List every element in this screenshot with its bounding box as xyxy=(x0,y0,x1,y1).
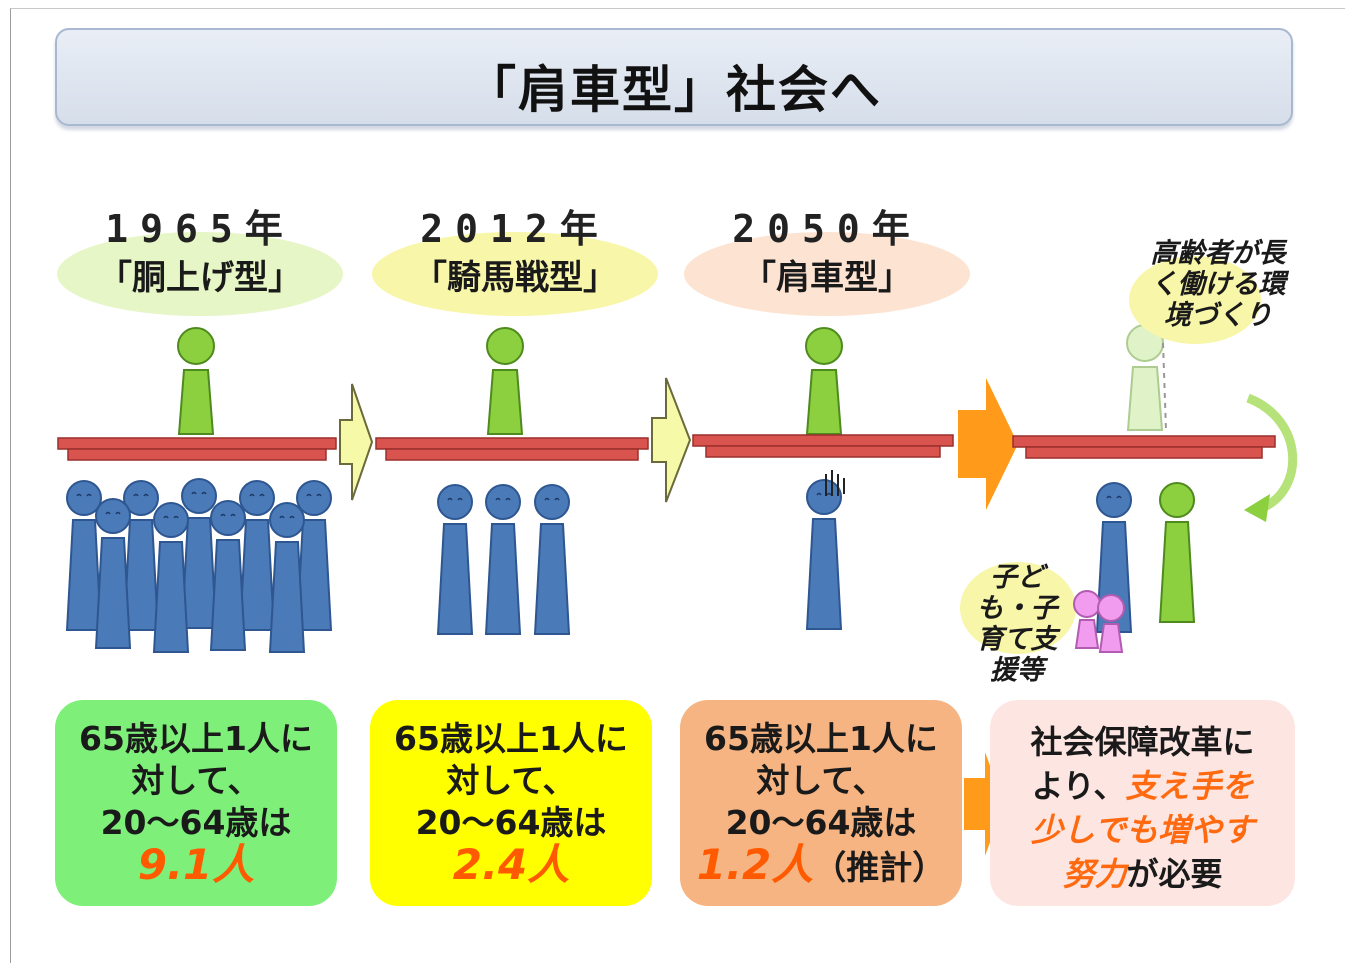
era-3-info-line2: 対して、 xyxy=(756,761,886,800)
era-3-year: 2050年 xyxy=(732,207,922,251)
era-1-year: 1965年 xyxy=(105,207,295,251)
era-1-elderly xyxy=(177,327,215,435)
era-2-info-line1: 65歳以上1人に xyxy=(394,719,628,758)
era-1-workers xyxy=(66,478,332,653)
reform-arrow xyxy=(958,378,1018,510)
era-3-ellipse xyxy=(684,232,970,316)
era-1-ellipse xyxy=(57,232,343,316)
era-3-bar xyxy=(692,434,954,458)
era-3-elderly xyxy=(805,327,843,435)
page-title: 「肩車型」社会へ xyxy=(466,61,882,119)
transition-arrow-2 xyxy=(651,377,692,503)
era-2-bar xyxy=(375,437,649,461)
era-2-workers xyxy=(437,484,570,635)
era-2-type: 「騎馬戦型」 xyxy=(413,258,617,298)
era-1-info-line3: 20～64歳は xyxy=(100,803,292,842)
era-3-type: 「肩車型」 xyxy=(742,258,912,298)
final-line2-a: より、 xyxy=(1031,767,1126,805)
elderly-work-note: 高齢者が長く働ける環境づくり xyxy=(1150,238,1286,331)
era-1-type: 「胴上げ型」 xyxy=(98,258,302,298)
era-2-year: 2012年 xyxy=(420,207,610,251)
final-line3: 少しでも増やす xyxy=(1030,811,1255,849)
era-1-bar xyxy=(57,437,337,461)
children-figures xyxy=(1073,590,1125,653)
child-support-note: 子ども・子育て支援等 xyxy=(976,562,1058,686)
era-1-ratio: 9.1人 xyxy=(137,840,255,889)
era-1-info-line1: 65歳以上1人に xyxy=(79,719,313,758)
final-line1: 社会保障改革に xyxy=(1030,723,1255,761)
title-banner: 「肩車型」社会へ xyxy=(55,28,1293,126)
child-note-ellipse xyxy=(960,562,1076,654)
final-line4-a: 努力 xyxy=(1062,855,1127,893)
era-3-suffix: （推計） xyxy=(813,848,946,887)
elderly-note-ellipse xyxy=(1129,256,1261,344)
era-3-info-line3: 20～64歳は xyxy=(725,803,917,842)
curved-green-arrow xyxy=(1244,393,1297,522)
era-2-info-line3: 20～64歳は xyxy=(415,803,607,842)
transition-arrow-1 xyxy=(339,383,374,501)
final-line2-b: 支え手を xyxy=(1125,767,1254,805)
era-2-info-line2: 対して、 xyxy=(446,761,576,800)
era-2-ratio: 2.4人 xyxy=(452,840,570,889)
era-1-info-line2: 対して、 xyxy=(131,761,261,800)
era-2-elderly xyxy=(486,327,524,435)
era-3-info-line1: 65歳以上1人に xyxy=(704,719,938,758)
future-elderly-worker xyxy=(1158,482,1196,623)
era-3-info-box: 65歳以上1人に 対して、 20～64歳は 1.2人（推計） xyxy=(680,700,962,906)
reform-conclusion-box: 社会保障改革に より、支え手を 少しでも増やす 努力が必要 xyxy=(990,700,1295,906)
future-bar xyxy=(1012,435,1276,459)
era-2-ellipse xyxy=(372,232,658,316)
era-3-worker xyxy=(806,470,845,630)
slide-border xyxy=(10,8,1345,963)
final-line4-b: が必要 xyxy=(1126,855,1223,893)
era-2-info-box: 65歳以上1人に 対して、 20～64歳は 2.4人 xyxy=(370,700,652,906)
future-elderly-faded xyxy=(1126,324,1167,431)
era-3-ratio: 1.2人 xyxy=(696,840,814,889)
era-1-info-box: 65歳以上1人に 対して、 20～64歳は 9.1人 xyxy=(55,700,337,906)
